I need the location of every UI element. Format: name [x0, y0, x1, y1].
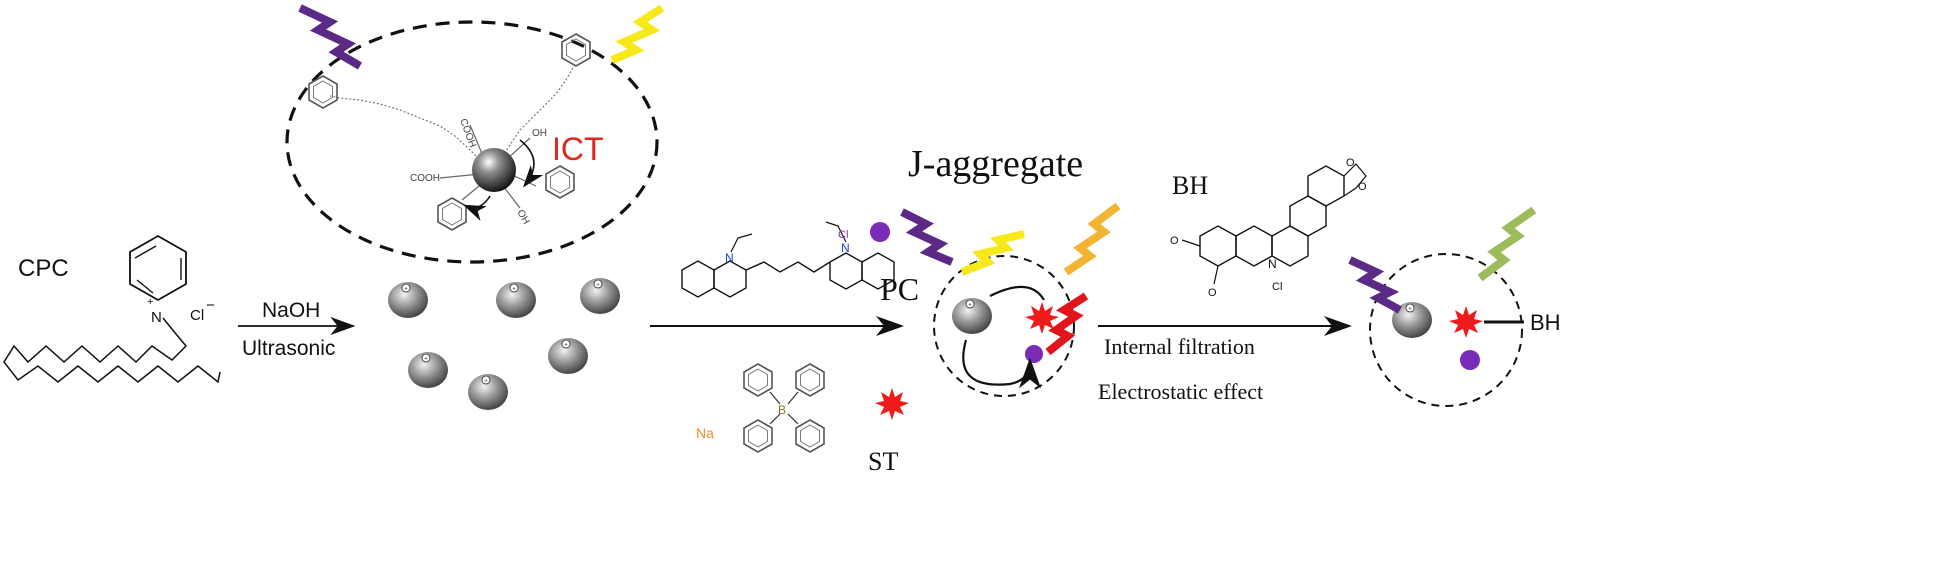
- bh-oxygen-top: O: [1346, 157, 1355, 169]
- svg-text:+: +: [147, 296, 153, 308]
- oh-label-bottom: OH: [514, 208, 531, 226]
- lightning-bolt-icon: [900, 208, 954, 266]
- bh-nitrogen: N: [1268, 257, 1277, 271]
- pc-nitrogen-left: N: [725, 251, 734, 265]
- boron-label: B: [778, 403, 786, 417]
- naoh-arrow: NaOH Ultrasonic: [238, 299, 356, 360]
- lightning-bolt-icon: [960, 230, 1025, 276]
- cooh-label-top: COOH: [457, 117, 478, 149]
- bh-title-label: BH: [1172, 171, 1208, 200]
- nanoparticle: [387, 281, 429, 319]
- bh-right-label: BH: [1530, 310, 1561, 335]
- ict-label: ICT: [552, 131, 604, 167]
- sodium-label: Na: [696, 425, 714, 441]
- lightning-bolt-icon: [610, 4, 665, 64]
- st-molecule: B Na: [696, 363, 825, 453]
- cooh-label-left: COOH: [410, 173, 440, 184]
- ultrasonic-label: Ultrasonic: [242, 337, 335, 360]
- bh-methoxy-2: O: [1208, 287, 1217, 299]
- j-aggregate-label: J-aggregate: [908, 143, 1083, 185]
- svg-text:−: −: [206, 297, 215, 314]
- pyridinium-ring: [129, 234, 187, 302]
- lightning-bolt-icon: [298, 4, 363, 70]
- cpc-label: CPC: [18, 255, 69, 282]
- bh-counterion: Cl: [1272, 281, 1282, 293]
- oh-label-top: OH: [532, 128, 547, 139]
- bh-methoxy-1: O: [1170, 235, 1179, 247]
- electrostatic-effect-label: Electrostatic effect: [1098, 379, 1263, 404]
- pc-nitrogen-right: N: [841, 241, 850, 255]
- naoh-label: NaOH: [262, 299, 320, 322]
- nanoparticles-group: [387, 277, 621, 411]
- purple-dot-icon: [870, 222, 890, 242]
- st-label: ST: [868, 447, 898, 476]
- pc-label: PC: [880, 271, 919, 307]
- bh-oxygen-right: O: [1358, 181, 1367, 193]
- lightning-bolt-icon: [1063, 202, 1121, 276]
- final-complex: [1369, 253, 1524, 407]
- alkyl-chain: [3, 317, 221, 384]
- lightning-bolt-icon: [1348, 256, 1402, 314]
- central-nanoparticle: [472, 148, 516, 192]
- red-starburst-icon: [875, 388, 909, 420]
- lightning-bolt-icon: [1477, 206, 1537, 282]
- chloride-label: Cl: [190, 307, 204, 324]
- nitrogen-label: N: [151, 309, 162, 326]
- pc-molecule: N N Cl: [681, 221, 895, 298]
- lightning-bolt-icon: [1045, 292, 1089, 356]
- j-aggregate-complex: [933, 255, 1075, 397]
- zoom-ellipse: COOH COOH OH OH ICT: [285, 20, 659, 264]
- cpc-molecule: CPC N + Cl −: [3, 234, 221, 384]
- pc-counterion: Cl: [838, 229, 848, 241]
- internal-filtration-label: Internal filtration: [1104, 334, 1255, 359]
- bh-molecule: O O N Cl O O: [1170, 157, 1367, 299]
